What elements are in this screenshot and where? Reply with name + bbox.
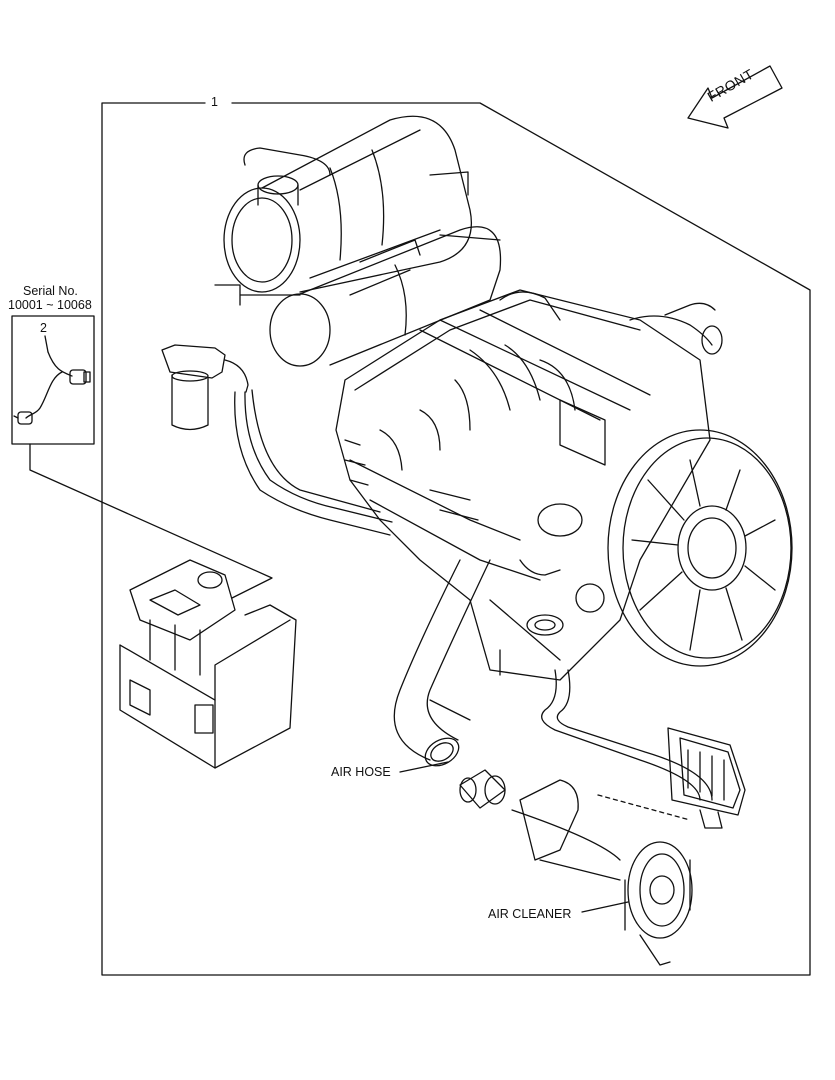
engine-block (335, 289, 723, 681)
fuel-tank-subassembly (119, 559, 297, 769)
coolant-hose (541, 669, 713, 801)
inset-leader-line (29, 443, 273, 599)
air-cleaner-part (511, 779, 693, 966)
label-leader-lines (399, 761, 629, 913)
hose-coupling (459, 769, 506, 809)
fuel-hose-lines (234, 389, 393, 536)
item-number-2: 2 (40, 321, 47, 335)
cooling-fan (607, 429, 793, 667)
air-cleaner-label: AIR CLEANER (488, 907, 572, 921)
assembly-frame (101, 102, 811, 976)
item-number-1: 1 (211, 95, 218, 109)
front-arrow-icon (687, 65, 783, 129)
serial-inset-box (11, 315, 95, 445)
engine-control-unit (667, 727, 746, 829)
fuel-filter (161, 344, 249, 431)
serial-number-range: 10001 ~ 10068 (8, 298, 92, 312)
air-hose-part (393, 559, 491, 767)
air-hose-label: AIR HOSE (331, 765, 391, 779)
serial-number-title: Serial No. (23, 284, 78, 298)
exhaust-aftertreatment-unit (214, 115, 502, 367)
